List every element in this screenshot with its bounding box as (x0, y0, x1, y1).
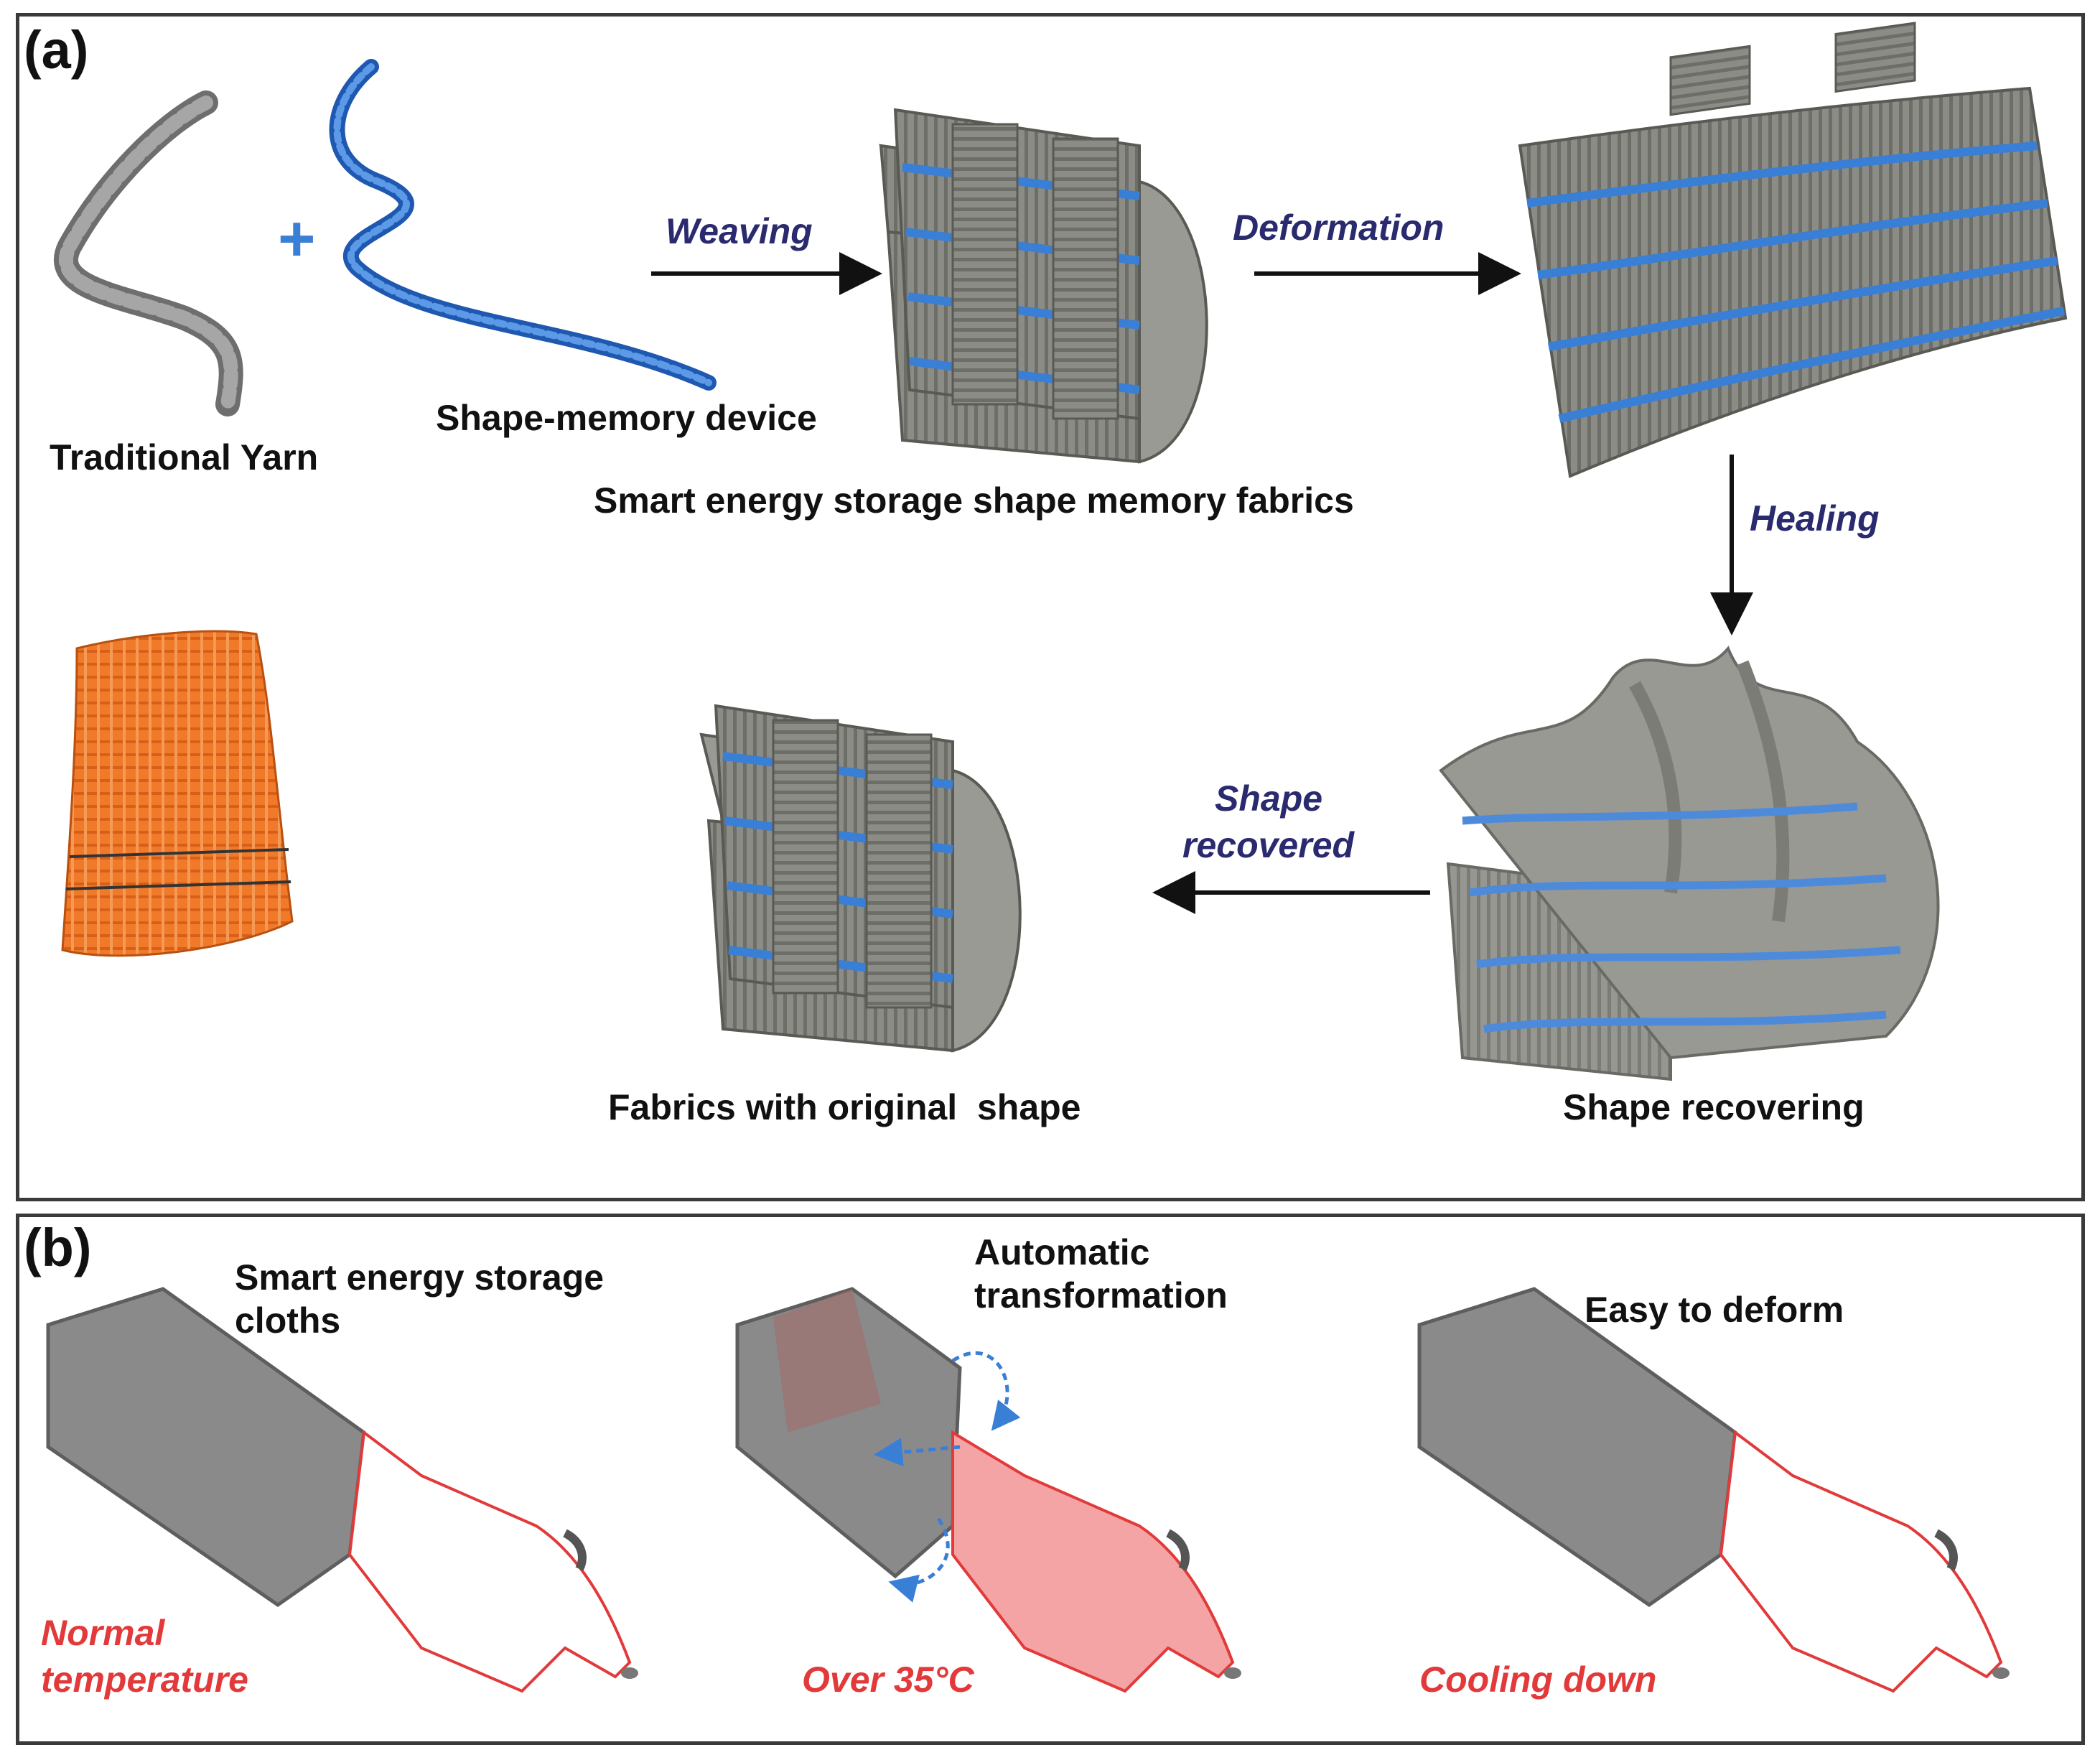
normal-temperature-line2: temperature (41, 1659, 248, 1700)
arm-cooled-graphic (1417, 1287, 2010, 1693)
shape-memory-yarn-graphic (329, 59, 717, 391)
normal-temperature-line1: Normal (41, 1613, 165, 1653)
traditional-yarn-graphic (54, 90, 243, 416)
shape-memory-device-caption: Shape-memory device (436, 398, 817, 438)
deformation-label: Deformation (1233, 208, 1445, 248)
easy-deform-header: Easy to deform (1585, 1290, 1844, 1330)
shape-recovered-label-2: recovered (1182, 825, 1355, 865)
original-shape-caption: Fabrics with original shape (608, 1087, 1081, 1127)
panel-a-label: (a) (24, 20, 89, 80)
cooling-down-label: Cooling down (1419, 1659, 1657, 1700)
panel-b-label: (b) (24, 1218, 92, 1277)
cloths-header-line2: cloths (235, 1300, 341, 1341)
shape-recovering-caption: Shape recovering (1563, 1087, 1865, 1127)
panel-b: (b) Smart energy storage cloths Automati… (16, 1214, 2085, 1745)
cloths-header-line1: Smart energy storage (235, 1257, 605, 1298)
weaving-label: Weaving (666, 211, 813, 251)
panel-b-artwork (46, 1287, 2010, 1693)
orange-fabric-photo (61, 630, 294, 957)
flat-fabric-graphic (1518, 22, 2068, 478)
traditional-yarn-caption: Traditional Yarn (50, 437, 319, 478)
shape-recovered-label-1: Shape (1215, 778, 1323, 819)
over-35c-label: Over 35°C (802, 1659, 974, 1700)
original-fabric-graphic (699, 704, 1022, 1053)
auto-header-line1: Automatic (974, 1232, 1150, 1272)
plus-sign: + (278, 203, 316, 275)
folded-fabric-graphic (879, 108, 1208, 464)
panel-a-artwork: + (54, 22, 2068, 1081)
arm-heated-graphic (735, 1287, 1241, 1693)
recovering-fabric-graphic (1439, 646, 1940, 1081)
panel-a: + (16, 13, 2085, 1201)
arm-normal-graphic (46, 1287, 638, 1693)
healing-label: Healing (1750, 498, 1880, 539)
auto-header-line2: transformation (974, 1275, 1228, 1316)
smart-fabrics-caption: Smart energy storage shape memory fabric… (594, 480, 1354, 521)
